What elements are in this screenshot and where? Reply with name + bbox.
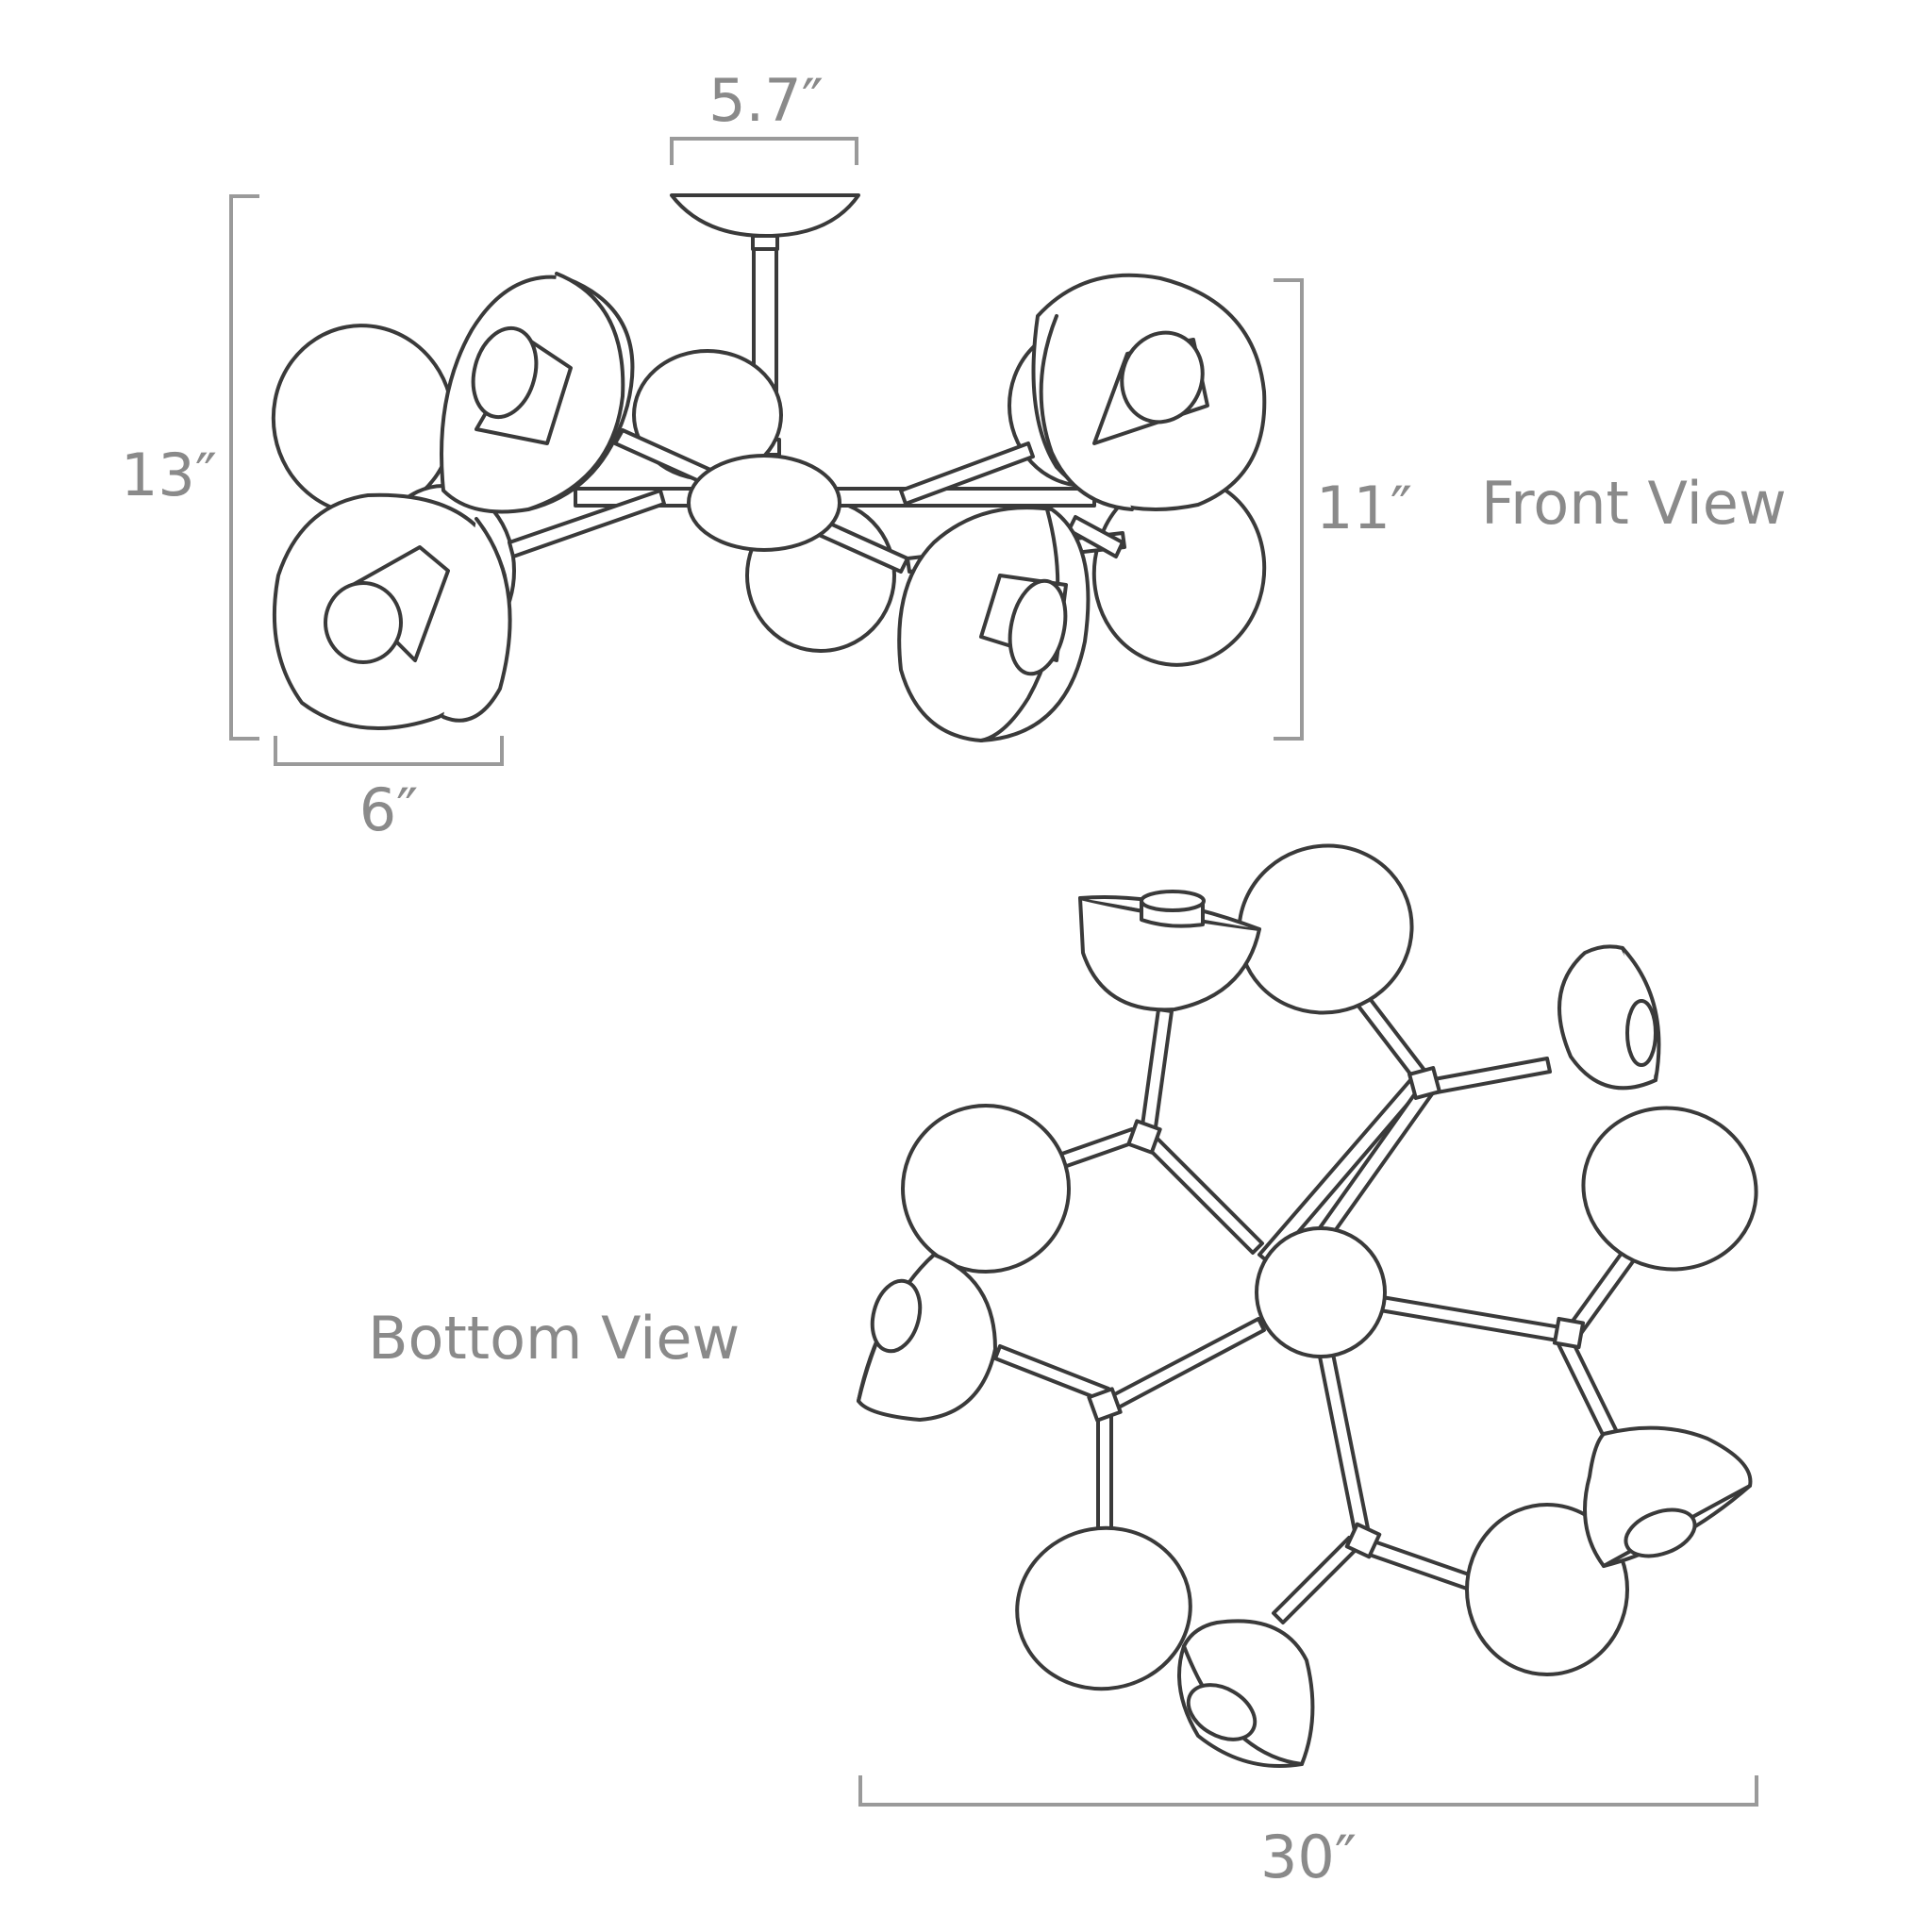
front-shade-bottom-left — [272, 492, 512, 730]
dim-canopy-label: 5.7″ — [708, 66, 824, 135]
front-dimensions: 5.7″ 13″ 11″ 6″ — [121, 66, 1412, 844]
bottom-shade-top — [1078, 890, 1261, 1012]
dim-overall-width-bracket — [858, 1775, 1758, 1807]
bottom-arms — [993, 991, 1641, 1624]
dim-body-height-label: 11″ — [1316, 474, 1412, 542]
dim-overall-height-bracket — [229, 194, 259, 741]
bottom-shade-right-top — [1557, 944, 1661, 1091]
bottom-globes — [901, 843, 1758, 1691]
bottom-shade-right-bottom — [1583, 1425, 1753, 1568]
front-view-drawing — [271, 192, 1267, 742]
bottom-view-label: Bottom View — [368, 1304, 740, 1373]
bottom-view-drawing — [857, 843, 1758, 1768]
dim-shade-width-label: 6″ — [359, 775, 419, 844]
bottom-dimensions: 30″ — [858, 1775, 1758, 1891]
dim-shade-width-bracket — [274, 736, 504, 766]
dim-canopy-bracket — [670, 137, 858, 165]
dim-body-height-bracket — [1274, 278, 1304, 741]
bottom-shade-bottom — [1177, 1619, 1315, 1768]
front-view-label: Front View — [1481, 469, 1787, 538]
dim-overall-width-label: 30″ — [1260, 1823, 1357, 1891]
front-shade-center-right — [897, 506, 1091, 742]
front-shade-top-right — [1031, 273, 1267, 511]
bottom-center-hub — [1255, 1226, 1387, 1358]
bottom-shades — [857, 890, 1753, 1768]
dim-overall-height-label: 13″ — [121, 441, 217, 509]
front-shade-top-left — [440, 272, 635, 514]
bottom-shade-left — [857, 1253, 997, 1422]
